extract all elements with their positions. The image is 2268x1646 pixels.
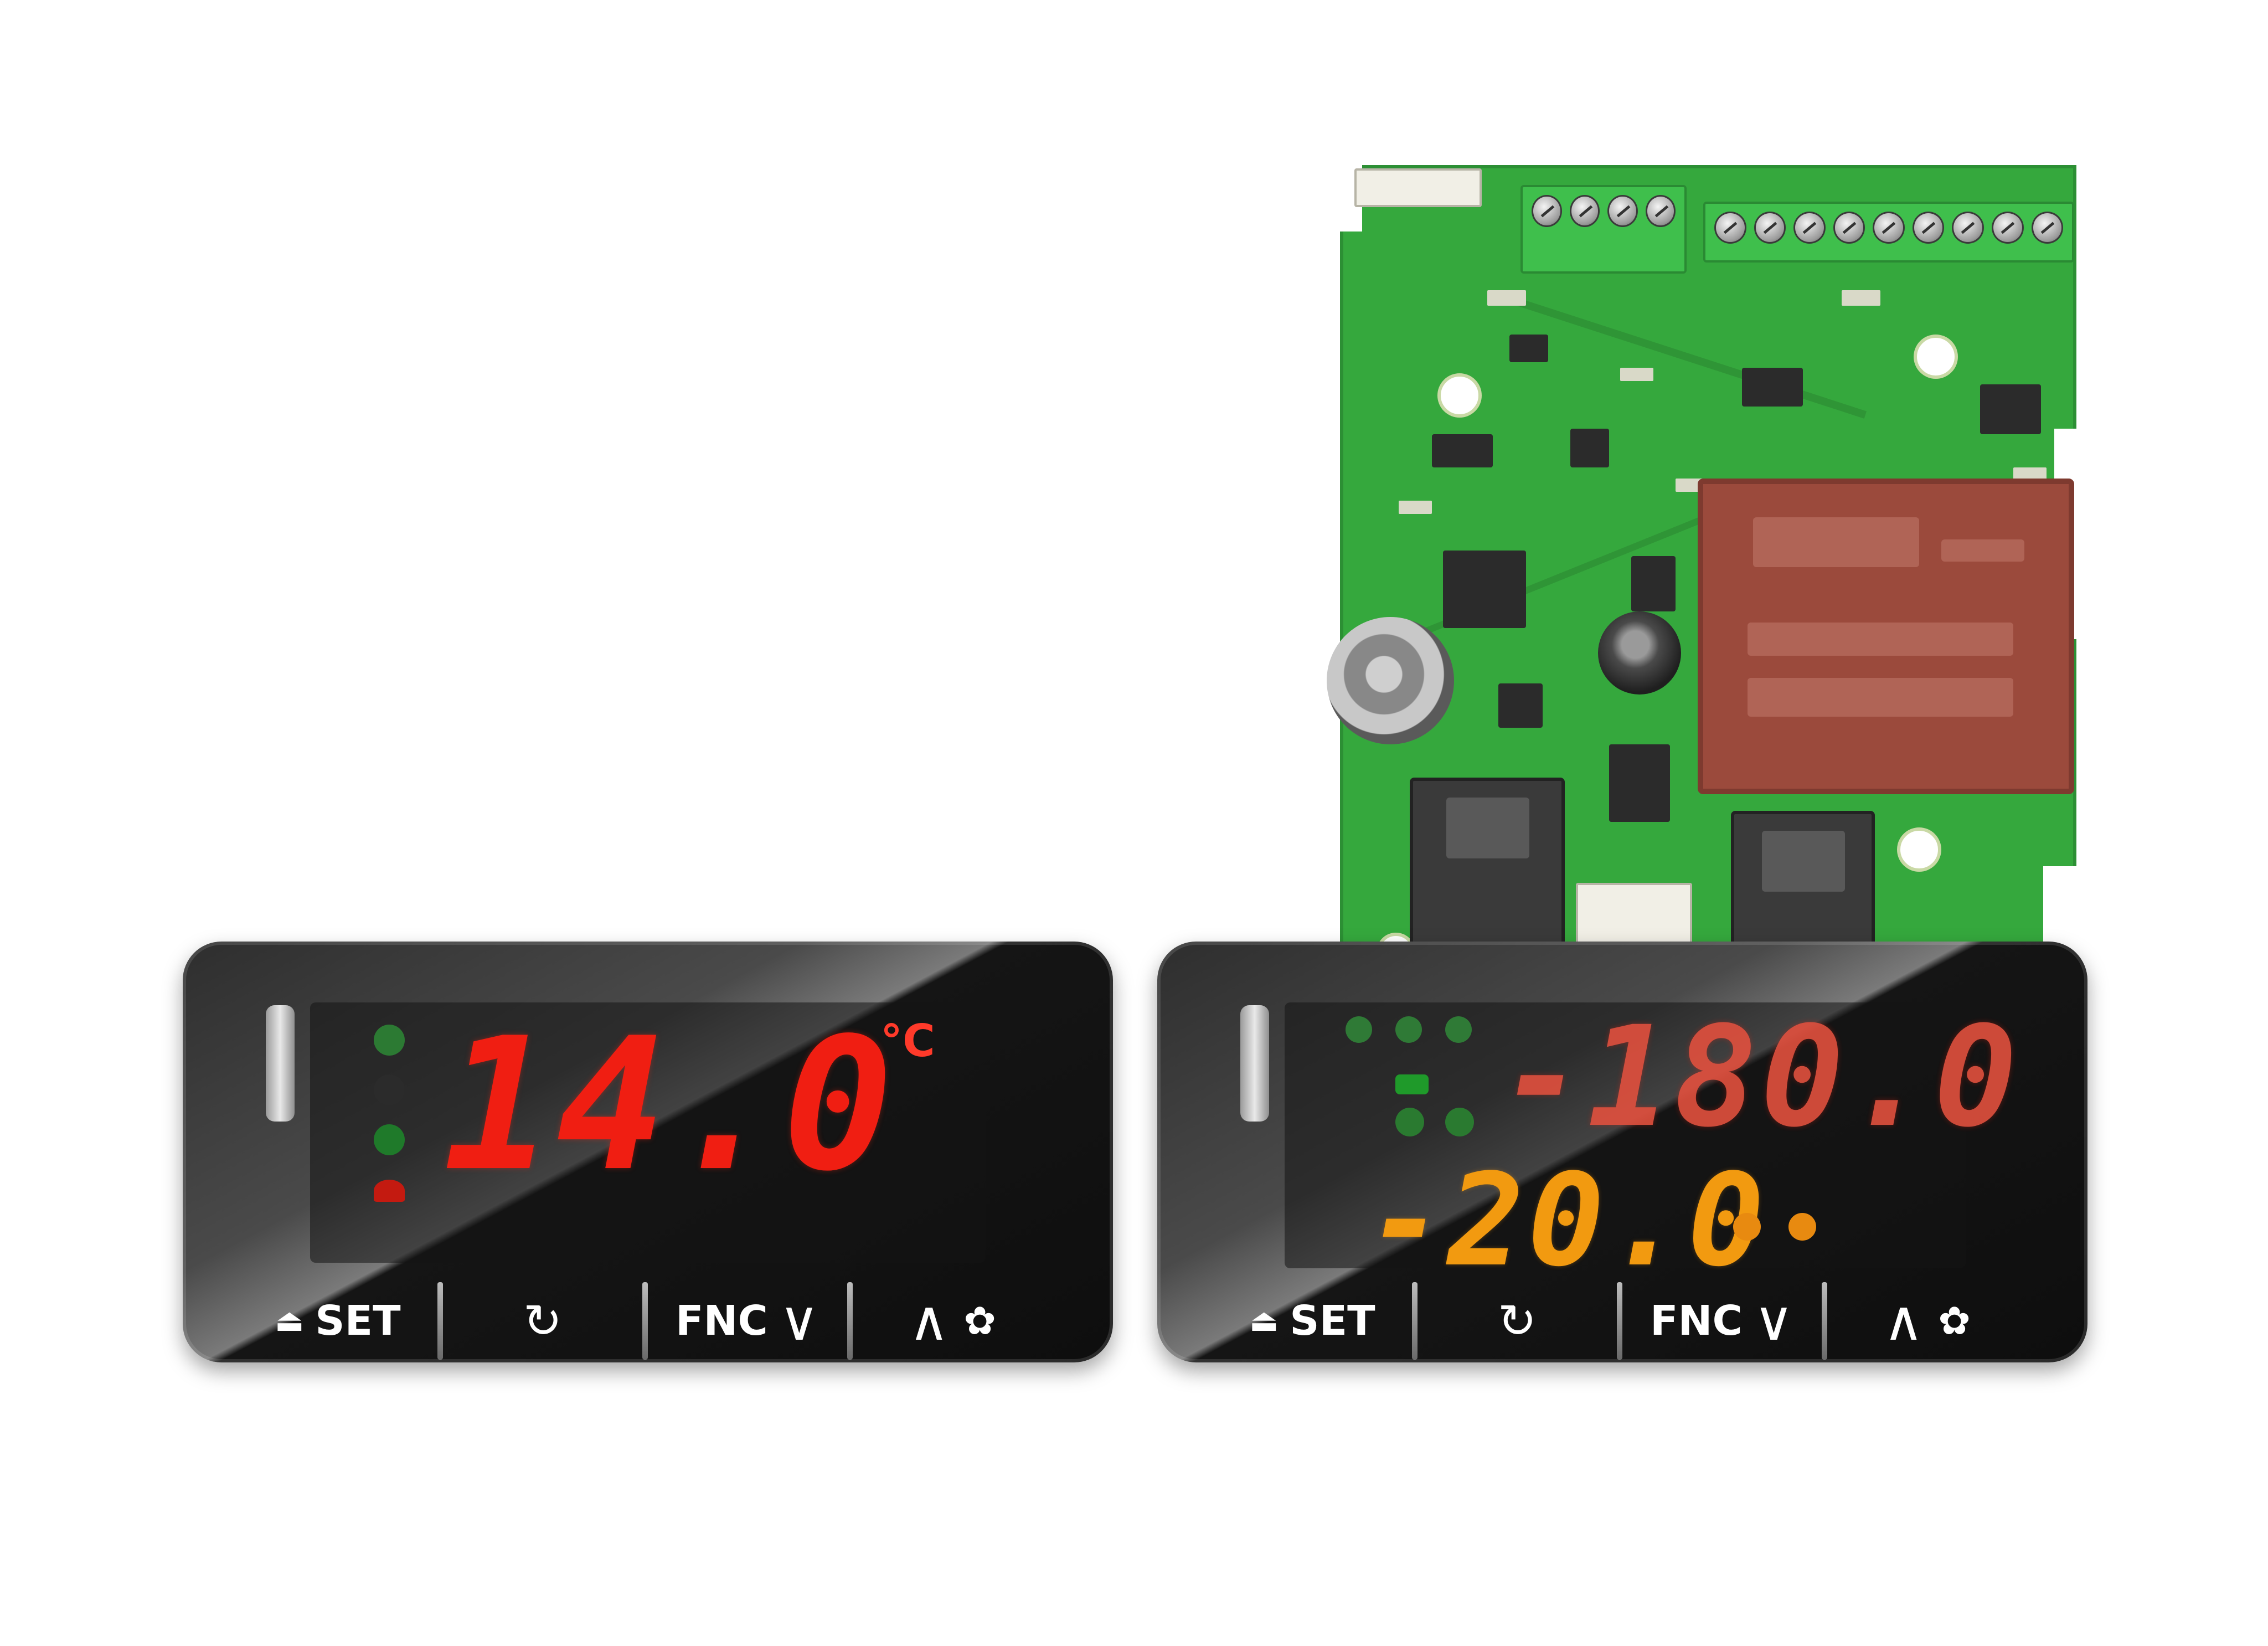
alarm-icon (374, 1180, 405, 1202)
brand-logo (266, 1005, 295, 1122)
terminal-screw (1607, 195, 1638, 227)
terminal-screw (1952, 212, 1984, 244)
terminal-block-right (1703, 202, 2074, 263)
button-separator (1412, 1282, 1418, 1360)
electrolytic-capacitor (1598, 611, 1681, 695)
controller-unit-right: -180.0 -20.0 ⏏ SET ↻ FNC ∨ ∧ ✿ (1157, 942, 2087, 1362)
ic-chip (1498, 683, 1543, 728)
up-button[interactable]: ∧ ✿ (853, 1293, 1052, 1349)
snowflake-icon (374, 1074, 405, 1105)
circuit-board (1327, 165, 2076, 971)
defrost-icon (374, 1124, 405, 1155)
eco-icon (1395, 1074, 1429, 1094)
terminal-screw (1714, 212, 1746, 244)
set-button[interactable]: ⏏ SET (275, 1297, 401, 1345)
transformer-label (1748, 623, 2013, 656)
transformer (1698, 479, 2074, 794)
terminal-screw (1873, 212, 1905, 244)
bulb-icon: ⏏ (1249, 1303, 1279, 1339)
ic-chip (1980, 384, 2041, 434)
smd-resistor (1399, 501, 1432, 514)
power-button[interactable]: ↻ (443, 1298, 642, 1344)
up-chevron-icon: ∧ (1883, 1288, 1924, 1353)
transformer-label (1748, 678, 2013, 717)
down-chevron-icon: ∨ (1753, 1288, 1794, 1353)
relay-label (1446, 798, 1529, 858)
ic-chip (1432, 434, 1493, 467)
relay (1410, 778, 1565, 960)
secondary-temperature-display: -20.0 (1368, 1147, 1768, 1295)
terminal-screw (2031, 212, 2064, 244)
celsius-unit: °C (880, 1015, 935, 1067)
leaf-icon (1395, 1108, 1424, 1136)
controller-unit-left: 14.0 °C ⏏ SET ↻ FNC ∨ ∧ ✿ (183, 942, 1113, 1362)
ic-chip (1570, 429, 1609, 467)
smd-resistor (1487, 290, 1526, 306)
ic-chip (1509, 335, 1548, 362)
drop-icon (1445, 1108, 1474, 1136)
voltage-regulator (1443, 551, 1526, 628)
ic-chip (1742, 368, 1803, 407)
terminal-screw (1912, 212, 1945, 244)
clock-icon (1788, 1213, 1816, 1241)
terminal-block-left (1520, 185, 1687, 274)
brand-logo (1240, 1005, 1269, 1122)
fan-icon (374, 1025, 405, 1056)
terminal-screw (1833, 212, 1865, 244)
relay (1731, 811, 1875, 955)
bulb-icon (1733, 1213, 1761, 1241)
transistor (1631, 556, 1676, 611)
up-chevron-icon: ∧ (909, 1288, 950, 1353)
transformer-label (1753, 517, 1919, 567)
main-temperature-display: -180.0 (1501, 996, 2021, 1158)
up-button[interactable]: ∧ ✿ (1827, 1293, 2027, 1349)
mounting-hole (1437, 373, 1482, 418)
terminal-screw (1754, 212, 1786, 244)
terminal-screw (1532, 195, 1562, 227)
power-icon: ↻ (1497, 1294, 1537, 1348)
terminal-screw (1991, 212, 2024, 244)
terminal-screw (1645, 195, 1676, 227)
power-icon: ↻ (523, 1294, 563, 1348)
terminal-screw (1793, 212, 1826, 244)
button-separator (1617, 1282, 1622, 1360)
fnc-down-button[interactable]: FNC ∨ (676, 1288, 819, 1353)
button-separator (847, 1282, 853, 1360)
display-screen (310, 1002, 986, 1263)
light-icon: ✿ (963, 1298, 996, 1344)
terminal-screw (1569, 195, 1600, 227)
button-row: ⏏ SET ↻ FNC ∨ ∧ ✿ (238, 1279, 1058, 1362)
light-icon: ✿ (1938, 1298, 1971, 1344)
button-separator (1822, 1282, 1827, 1360)
display-screen (1285, 1002, 1966, 1268)
snowflake-icon (1395, 1016, 1422, 1043)
bulb-icon: ⏏ (275, 1303, 305, 1339)
down-chevron-icon: ∨ (779, 1288, 819, 1353)
power-button[interactable]: ↻ (1418, 1298, 1617, 1344)
transistor (1609, 744, 1670, 822)
mounting-hole (1914, 335, 1958, 379)
fan-icon (1346, 1016, 1372, 1043)
set-button[interactable]: ⏏ SET (1249, 1297, 1375, 1345)
button-separator (437, 1282, 443, 1360)
smd-resistor (1842, 290, 1880, 306)
fnc-down-button[interactable]: FNC ∨ (1650, 1288, 1794, 1353)
smd-resistor (1620, 368, 1653, 381)
board-trace (1495, 291, 1867, 419)
button-row: ⏏ SET ↻ FNC ∨ ∧ ✿ (1213, 1279, 2032, 1362)
main-temperature-display: 14.0 (443, 999, 896, 1211)
mounting-hole (1897, 827, 1941, 872)
button-separator (642, 1282, 648, 1360)
header-connector (1354, 168, 1482, 207)
relay-label (1762, 831, 1845, 892)
defrost-icon (1445, 1016, 1472, 1043)
transformer-label (1941, 539, 2024, 562)
electrolytic-capacitor (1327, 617, 1454, 744)
